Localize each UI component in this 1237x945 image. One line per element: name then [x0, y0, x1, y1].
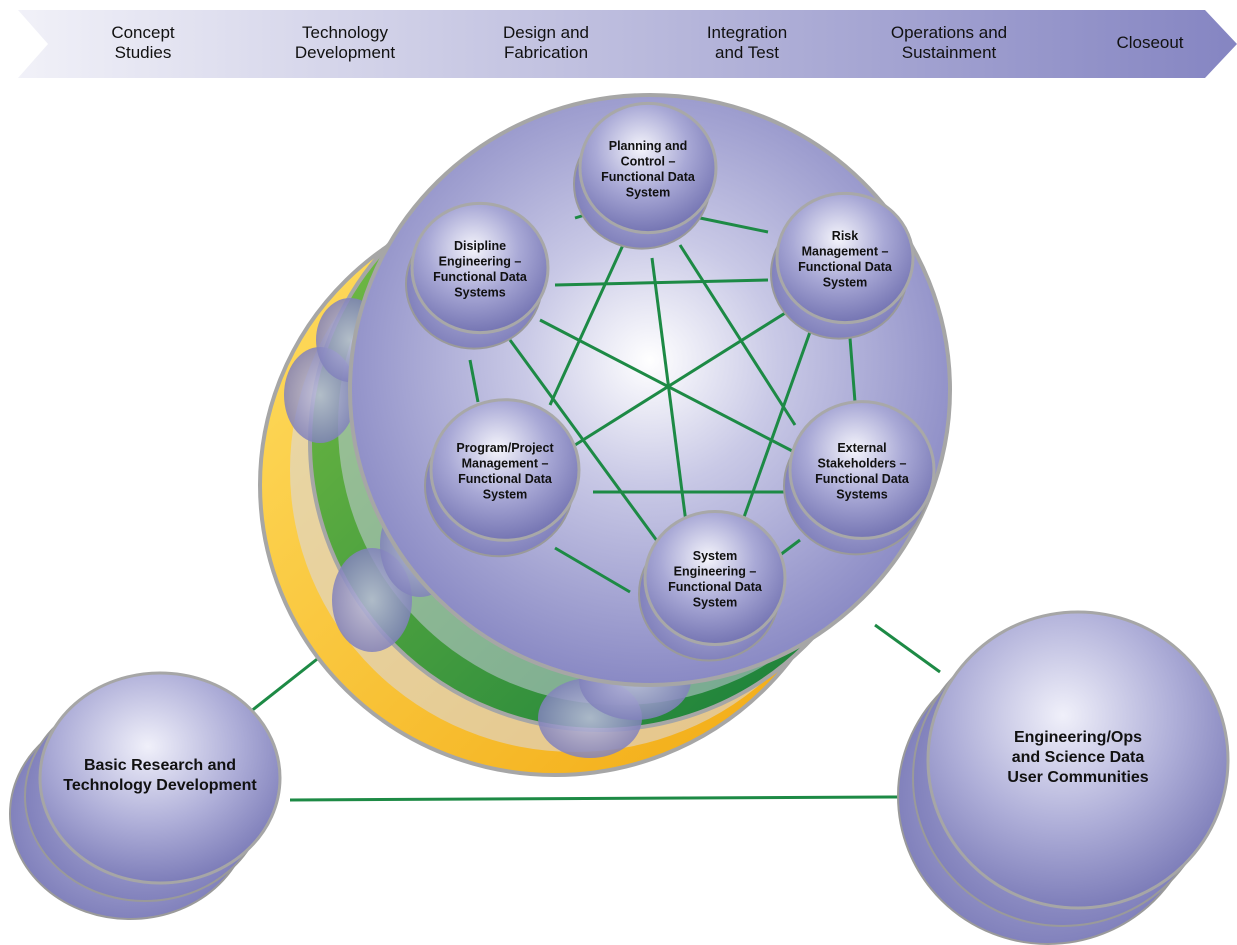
node-top: [429, 398, 581, 542]
node-link: [678, 244, 797, 426]
phase-label-5-line: Sustainment: [902, 43, 997, 62]
community-label-research-line: Technology Development: [63, 777, 257, 794]
phase-label-6-line: Closeout: [1116, 33, 1183, 52]
node-link: [554, 546, 631, 594]
node-top: [788, 400, 936, 540]
node-label-planning-line: Control –: [621, 155, 676, 169]
phase-label-3-line: Fabrication: [504, 43, 588, 62]
phase-label-3-line: Design and: [503, 23, 589, 42]
node-label-program-line: Program/Project: [456, 441, 554, 455]
phase-label-6: Closeout: [1116, 33, 1183, 52]
node-label-discipline-line: Engineering –: [439, 255, 522, 269]
node-label-planning-line: System: [626, 186, 670, 200]
community-sphere: [38, 671, 282, 885]
lifecycle-arrow-banner: [18, 10, 1237, 78]
link-sphere-engineering: [874, 623, 941, 674]
phase-label-5-line: Operations and: [891, 23, 1007, 42]
node-label-external-line: Systems: [836, 488, 887, 502]
node-label-systemeng-line: Functional Data: [668, 580, 763, 594]
node-label-risk-line: Management –: [802, 245, 889, 259]
phase-label-1-line: Concept: [111, 23, 175, 42]
node-label-planning-line: Functional Data: [601, 170, 696, 184]
node-top: [578, 101, 718, 235]
phase-label-1-line: Studies: [115, 43, 172, 62]
node-top: [410, 201, 550, 335]
node-link: [779, 538, 801, 557]
community-label-engineering-line: and Science Data: [1012, 749, 1145, 766]
node-label-planning-line: Planning and: [609, 139, 687, 153]
phase-label-4-line: Integration: [707, 23, 787, 42]
node-label-program-line: Management –: [462, 457, 549, 471]
community-label-engineering-line: Engineering/Ops: [1014, 729, 1142, 746]
node-link: [574, 308, 791, 447]
phase-label-2-line: Technology: [302, 23, 389, 42]
node-label-program-line: Functional Data: [458, 472, 553, 486]
node-label-external-line: External: [837, 441, 886, 455]
node-label-systemeng-line: Engineering –: [674, 565, 757, 579]
node-link: [508, 339, 662, 546]
node-top: [775, 191, 915, 325]
node-link: [554, 278, 769, 287]
community-label-engineering-line: User Communities: [1007, 769, 1148, 786]
node-label-discipline-line: Disipline: [454, 239, 506, 253]
phase-label-2-line: Development: [295, 43, 395, 62]
node-link: [548, 244, 625, 406]
node-label-external-line: Stakeholders –: [818, 457, 907, 471]
node-label-external-line: Functional Data: [815, 472, 910, 486]
node-label-risk-line: Functional Data: [798, 260, 893, 274]
node-link: [848, 337, 857, 403]
phase-label-4-line: and Test: [715, 43, 779, 62]
node-label-risk-line: Risk: [832, 229, 858, 243]
node-label-risk-line: System: [823, 276, 867, 290]
node-label-systemeng-line: System: [693, 596, 737, 610]
link-research-engineering: [289, 795, 901, 802]
community-sphere: [926, 610, 1230, 910]
node-label-discipline-line: Systems: [454, 286, 505, 300]
node-links: [468, 206, 857, 594]
node-label-discipline-line: Functional Data: [433, 270, 528, 284]
node-link: [468, 359, 480, 403]
node-top: [643, 510, 787, 646]
community-label-research-line: Basic Research and: [84, 757, 236, 774]
node-label-program-line: System: [483, 488, 527, 502]
node-label-systemeng-line: System: [693, 549, 737, 563]
node-link: [731, 331, 812, 549]
node-link: [699, 216, 769, 234]
